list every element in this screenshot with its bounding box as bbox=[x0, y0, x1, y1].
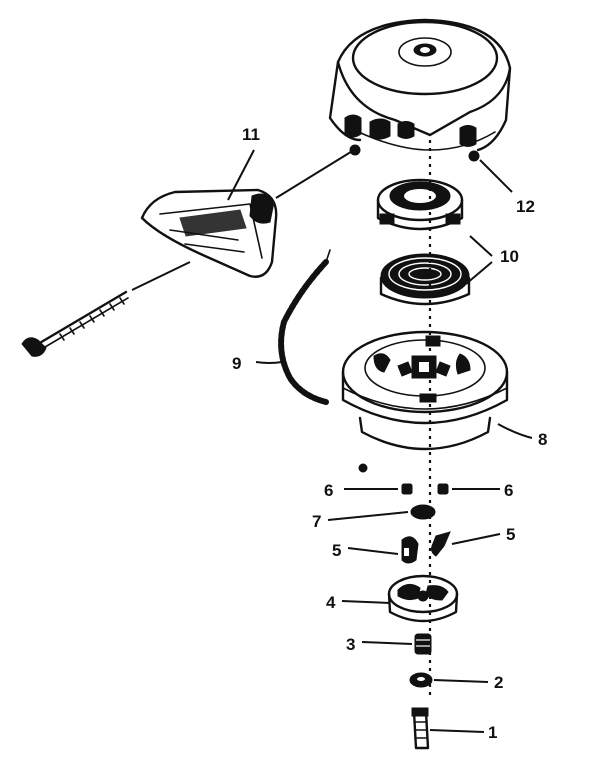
callout-5-right: 5 bbox=[506, 525, 515, 544]
part-5-left-pawl bbox=[401, 536, 419, 564]
callout-4: 4 bbox=[326, 593, 336, 612]
part-7-washer bbox=[410, 504, 436, 520]
part-6-right bbox=[437, 483, 449, 495]
part-3-spring bbox=[414, 633, 432, 655]
callout-6-right: 6 bbox=[504, 481, 513, 500]
callout-6-left: 6 bbox=[324, 481, 333, 500]
callout-12: 12 bbox=[516, 197, 535, 216]
rope-pulley bbox=[341, 330, 509, 473]
part-5-right-pawl bbox=[431, 531, 451, 557]
part-6-left bbox=[401, 483, 413, 495]
callout-1: 1 bbox=[488, 723, 497, 742]
recoil-spring bbox=[379, 253, 471, 306]
starter-housing bbox=[328, 18, 512, 162]
callout-8: 8 bbox=[538, 430, 547, 449]
part-1-screw bbox=[411, 707, 430, 750]
callout-10: 10 bbox=[500, 247, 519, 266]
starter-handle bbox=[140, 188, 278, 278]
part-4-cup bbox=[387, 574, 459, 623]
callout-5-left: 5 bbox=[332, 541, 341, 560]
handle-bolt bbox=[21, 290, 129, 357]
callout-7: 7 bbox=[312, 512, 321, 531]
leader-lines bbox=[131, 149, 533, 733]
callout-2: 2 bbox=[494, 673, 503, 692]
callout-11: 11 bbox=[242, 125, 260, 144]
callout-labels: 11 12 10 9 8 6 6 7 5 5 4 3 2 1 bbox=[232, 125, 547, 742]
part-2-washer bbox=[409, 672, 433, 688]
spring-retainer bbox=[376, 178, 464, 231]
callout-9: 9 bbox=[232, 354, 241, 373]
starter-rope bbox=[278, 249, 331, 405]
callout-3: 3 bbox=[346, 635, 355, 654]
